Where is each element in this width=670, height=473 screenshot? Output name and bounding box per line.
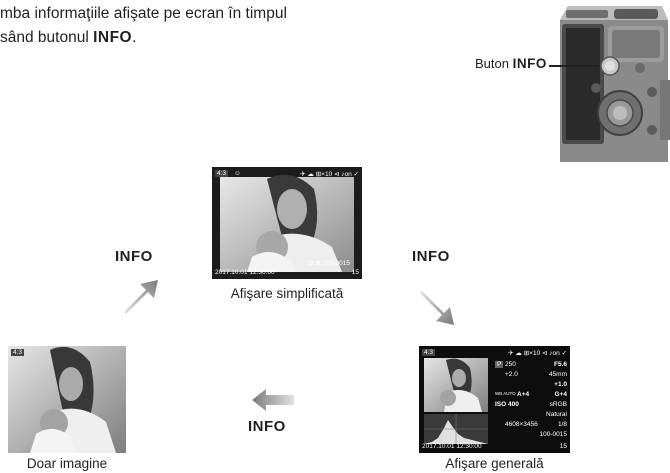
mother-and-baby-photo [8, 346, 126, 453]
simplified-display-caption: Afişare simplificată [230, 286, 344, 301]
iso-value: ISO 400 [495, 401, 519, 408]
image-only-caption: Doar imagine [26, 456, 108, 471]
info-label-bottom: INFO [248, 418, 286, 435]
wb-shift-g: G+4 [554, 391, 567, 398]
info-button-callout-label: Buton INFO [475, 56, 547, 71]
aspect-badge: 4:3 [215, 170, 229, 177]
info-label-right: INFO [412, 248, 450, 265]
status-icons: ✈ ☁ ⊞×10 ⊲ ♪on ✓ [300, 171, 359, 178]
file-info-text: ⊡ ⊞ 100-0015 [308, 260, 350, 267]
intro-line-2: sând butonul INFO. [0, 29, 137, 46]
flash-comp-value: +1.0 [554, 381, 567, 388]
intro-line-1: mba informaţiile afişate pe ecran în tim… [0, 5, 287, 22]
overall-display-caption: Afişare generală [445, 456, 544, 471]
datetime-text: 2017.10.01 12:30:00 [422, 443, 482, 450]
arrow-down-right-icon [420, 291, 454, 325]
aspect-badge: 4:3 [11, 349, 25, 356]
aperture-value: F5.6 [553, 361, 567, 368]
exposure-comp-value: +2.0 [505, 371, 518, 378]
picture-mode-value: Natural [546, 411, 567, 418]
resolution-value: 4608×3456 [505, 421, 538, 428]
wb-shift-a: A+4 [517, 391, 530, 398]
info-keyword: INFO [93, 29, 133, 46]
overall-display-screen: 4:3 ✈ ☁ ⊞×10 ⊲ ♪on ✓ P 250 F5.6 +2.0 45m… [419, 346, 570, 453]
wb-label: WB AUTO [495, 391, 516, 396]
color-space-value: sRGB [549, 401, 567, 408]
info-label-left: INFO [115, 248, 153, 265]
mother-and-baby-photo [212, 167, 362, 279]
compression-value: 1/8 [557, 421, 567, 428]
mother-and-baby-thumbnail [424, 358, 488, 412]
file-number-value: 100-0015 [539, 431, 567, 438]
camera-body-icon [560, 0, 670, 162]
callout-leader-line [549, 65, 599, 67]
datetime-text: 2017.10.01 12:30:00 [215, 269, 275, 276]
frame-number: 15 [351, 269, 359, 276]
shutter-value: 250 [505, 361, 516, 368]
status-icons: ✈ ☁ ⊞×10 ⊲ ♪on ✓ [508, 350, 567, 357]
intro-text: mba informaţiile afişate pe ecran în tim… [0, 2, 287, 50]
histogram [424, 414, 488, 444]
aspect-badge: 4:3 [422, 349, 436, 356]
simplified-display-screen: 4:3 ☺ ✈ ☁ ⊞×10 ⊲ ♪on ✓ 2017.10.01 12:30:… [212, 167, 362, 279]
arrow-up-right-icon [124, 280, 158, 314]
camera-back-illustration [560, 0, 670, 162]
image-only-screen: 4:3 [8, 346, 126, 453]
arrow-left-icon [252, 389, 294, 411]
face-badge: ☺ [234, 170, 241, 177]
frame-number: 15 [559, 443, 567, 450]
focal-length-value: 45mm [548, 371, 567, 378]
mode-badge: P [495, 361, 504, 368]
